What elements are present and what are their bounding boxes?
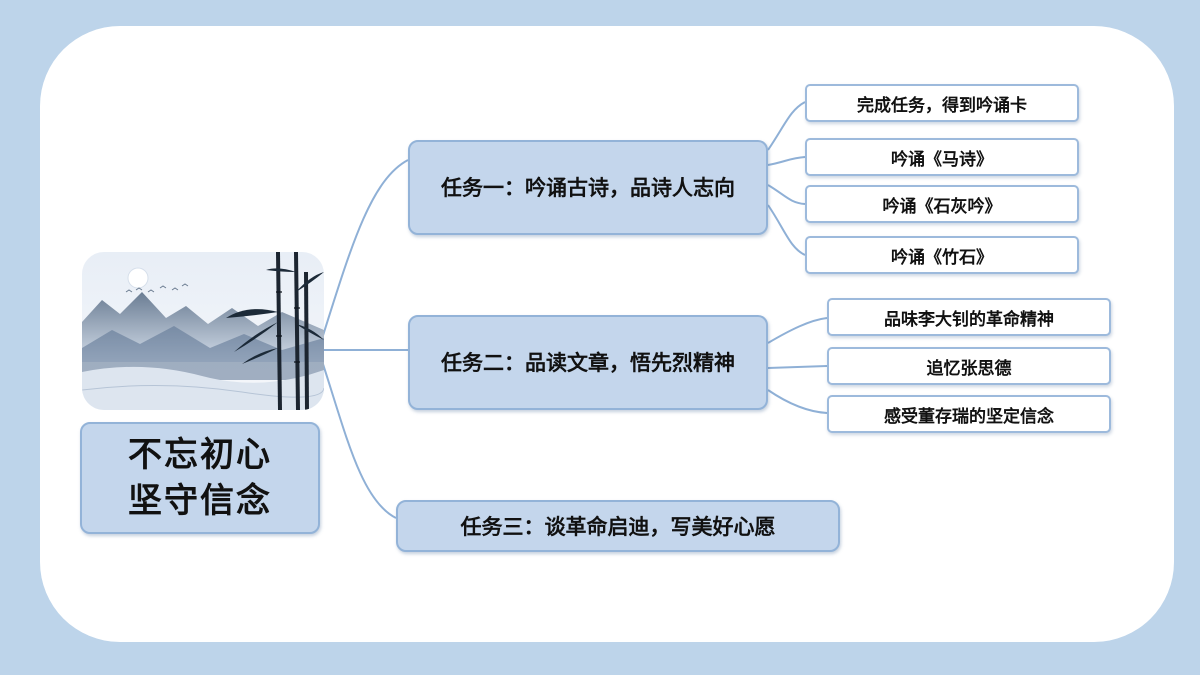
task-label: 任务二：品读文章，悟先烈精神 <box>441 350 735 375</box>
connector-task1-leaf3 <box>767 184 806 205</box>
leaf-label: 品味李大钊的革命精神 <box>884 309 1054 330</box>
leaf-label: 吟诵《竹石》 <box>891 247 993 268</box>
connector-task1-leaf2 <box>767 156 806 166</box>
connector-task2-leaf3 <box>767 389 828 414</box>
ink-landscape-bamboo-image <box>82 252 324 410</box>
task-node-1[interactable]: 任务一：吟诵古诗，品诗人志向 <box>408 140 768 235</box>
connector-task2-leaf2 <box>767 365 828 369</box>
leaf-label: 吟诵《马诗》 <box>891 149 993 170</box>
leaf-label: 吟诵《石灰吟》 <box>882 196 1002 217</box>
task-label: 任务一：吟诵古诗，品诗人志向 <box>441 175 735 200</box>
connector-task1-leaf4 <box>767 204 806 256</box>
leaf-node[interactable]: 感受董存瑞的坚定信念 <box>827 395 1111 433</box>
connector-task1-leaf1 <box>767 101 806 151</box>
connector-root-task3 <box>319 354 397 519</box>
leaf-label: 感受董存瑞的坚定信念 <box>884 406 1054 427</box>
leaf-node[interactable]: 吟诵《马诗》 <box>805 138 1079 176</box>
leaf-node[interactable]: 吟诵《竹石》 <box>805 236 1079 274</box>
leaf-node[interactable]: 品味李大钊的革命精神 <box>827 298 1111 336</box>
leaf-node[interactable]: 吟诵《石灰吟》 <box>805 185 1079 223</box>
connector-task2-leaf1 <box>767 317 828 344</box>
root-title-line2: 坚守信念 <box>128 481 272 521</box>
leaf-label: 完成任务，得到吟诵卡 <box>857 95 1027 116</box>
task-node-2[interactable]: 任务二：品读文章，悟先烈精神 <box>408 315 768 410</box>
connector-root-task1 <box>319 159 409 346</box>
leaf-node[interactable]: 追忆张思德 <box>827 347 1111 385</box>
task-node-3[interactable]: 任务三：谈革命启迪，写美好心愿 <box>396 500 840 552</box>
leaf-label: 追忆张思德 <box>926 358 1012 379</box>
leaf-node[interactable]: 完成任务，得到吟诵卡 <box>805 84 1079 122</box>
root-title-line1: 不忘初心 <box>128 435 272 475</box>
task-label: 任务三：谈革命启迪，写美好心愿 <box>460 514 776 539</box>
root-node[interactable]: 不忘初心 坚守信念 <box>80 422 320 534</box>
